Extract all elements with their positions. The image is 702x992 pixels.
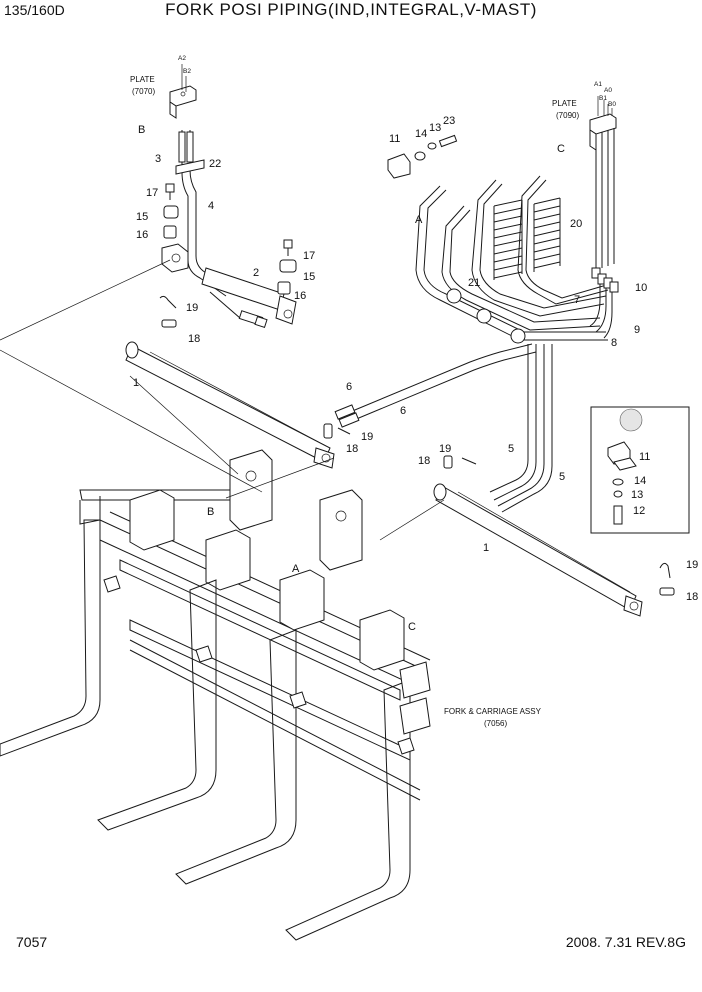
callout-12: 12: [633, 505, 645, 517]
callout-18: 18: [418, 455, 430, 467]
callout-3: 3: [155, 153, 161, 165]
pin-18-left: [161, 319, 177, 328]
hose-pair-left: [175, 130, 233, 297]
callout-15: 15: [136, 211, 148, 223]
callout-19: 19: [361, 431, 373, 443]
detail-box: [590, 406, 690, 534]
callout-19: 19: [686, 559, 698, 571]
callout-1: 1: [483, 542, 489, 554]
port-a1-label: A1: [594, 81, 602, 88]
callout-labels: 3 22 17 4 15 16 17 2 15 16 19 18 1 11 14…: [133, 115, 698, 603]
bracket-left-cyl: [161, 243, 189, 273]
callout-19: 19: [439, 443, 451, 455]
view-label-b-carriage: B: [207, 506, 214, 518]
callout-4: 4: [208, 200, 214, 212]
callout-20: 20: [570, 218, 582, 230]
cylinder-2: [201, 267, 297, 328]
bolt-23-top: [438, 134, 458, 148]
revision-date: 2008. 7.31 REV.8G: [565, 934, 686, 950]
clip-19-mid: [337, 427, 351, 435]
cylinder-1-right: [433, 483, 643, 617]
callout-11: 11: [389, 133, 400, 145]
callout-18: 18: [686, 591, 698, 603]
pin-18-lower: [443, 455, 453, 469]
port-b1-label: B1: [599, 95, 607, 102]
pin-18-right: [659, 587, 675, 596]
clamp-15-left: [163, 205, 179, 219]
hoses-6: [334, 343, 537, 428]
washer-14-top: [414, 151, 426, 161]
view-label-c-plate: C: [557, 143, 565, 155]
plate-right-label: PLATE: [552, 99, 577, 108]
pin-18-mid: [323, 423, 333, 439]
callout-5: 5: [559, 471, 565, 483]
callout-18: 18: [346, 443, 358, 455]
callout-5: 5: [508, 443, 514, 455]
view-label-a-hoses: A: [415, 214, 423, 226]
port-a2-label: A2: [178, 55, 186, 62]
fork-assy-ref: (7056): [484, 719, 507, 728]
callout-17: 17: [303, 250, 315, 262]
spiral-guard-20: [533, 197, 561, 272]
spiral-guard-21: [493, 199, 523, 280]
bracket-11-top: [387, 153, 411, 179]
fork-carriage-assembly: [0, 259, 445, 941]
callout-7: 7: [574, 294, 580, 306]
callout-14: 14: [415, 128, 427, 140]
callout-19: 19: [186, 302, 198, 314]
plate-right-ref: (7090): [556, 111, 579, 120]
callout-11: 11: [639, 451, 650, 463]
callout-8: 8: [611, 337, 617, 349]
plate-right: [589, 96, 617, 270]
fork-assy-label: FORK & CARRIAGE ASSY: [444, 707, 542, 716]
cylinder-1-left: [125, 341, 335, 469]
callout-14: 14: [634, 475, 646, 487]
clip-19-right: [659, 562, 671, 579]
model-number: 135/160D: [4, 2, 65, 18]
callout-22: 22: [209, 158, 221, 170]
callout-17: 17: [146, 187, 158, 199]
port-b2-label: B2: [183, 68, 191, 75]
view-label-b-plate: B: [138, 124, 145, 136]
callout-9: 9: [634, 324, 640, 336]
page-number: 7057: [16, 934, 48, 950]
callout-6: 6: [400, 405, 406, 417]
plate-left: [169, 64, 197, 119]
callout-21: 21: [468, 277, 480, 289]
bolt-17-right: [283, 239, 293, 256]
view-label-c-carriage: C: [408, 621, 416, 633]
bolt-17-left: [165, 183, 175, 200]
callout-18: 18: [188, 333, 200, 345]
plate-left-ref: (7070): [132, 87, 155, 96]
callout-23: 23: [443, 115, 455, 127]
callout-13: 13: [429, 122, 441, 134]
port-b0-label: B0: [608, 101, 616, 108]
clamp-15-right: [279, 259, 297, 273]
fittings-right: [589, 267, 619, 339]
callout-16: 16: [136, 229, 148, 241]
washer-13-top: [427, 142, 437, 150]
callout-13: 13: [631, 489, 643, 501]
callout-1: 1: [133, 377, 139, 389]
callout-2: 2: [253, 267, 259, 279]
clip-19-lower: [461, 457, 477, 465]
callout-10: 10: [635, 282, 647, 294]
hose-bundle-center: [415, 175, 611, 513]
sleeve-16-right: [277, 281, 291, 295]
callout-6: 6: [346, 381, 352, 393]
callout-15: 15: [303, 271, 315, 283]
view-label-a-carriage: A: [292, 563, 300, 575]
page-title: FORK POSI PIPING(IND,INTEGRAL,V-MAST): [165, 0, 537, 19]
sleeve-16-left: [163, 225, 177, 239]
plate-left-label: PLATE: [130, 75, 155, 84]
callout-16: 16: [294, 290, 306, 302]
port-a0-label: A0: [604, 87, 612, 94]
clip-19-left: [159, 295, 177, 309]
